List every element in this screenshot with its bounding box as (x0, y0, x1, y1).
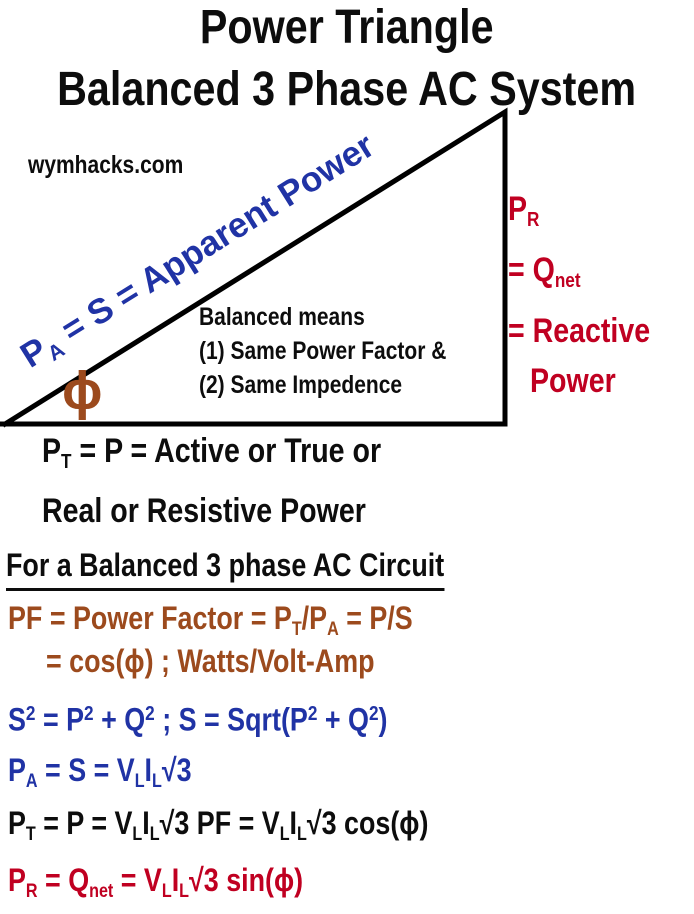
page-title: Power Triangle (0, 0, 694, 56)
section-heading: For a Balanced 3 phase AC Circuit (6, 545, 528, 591)
reactive-label-line-4: Power (530, 362, 616, 401)
reactive-power-formula: PR = Qnet = VLIL√3 sin(ϕ) (8, 862, 304, 902)
reactive-label-line-1: PR (508, 190, 540, 232)
title-line-1: Power Triangle (200, 1, 494, 54)
watermark-text: wymhacks.com (28, 151, 184, 179)
true-power-label-line-2: Real or Resistive Power (42, 492, 366, 531)
power-factor-formula-line-2: = cos(ϕ) ; Watts/Volt-Amp (46, 643, 375, 679)
balanced-note-line-1: Balanced means (199, 303, 365, 331)
active-power-formula: PT = P = VLIL√3 PF = VLIL√3 cos(ϕ) (8, 805, 429, 845)
apparent-power-formula: PA = S = VLIL√3 (8, 752, 192, 792)
balanced-note-line-2: (1) Same Power Factor & (199, 337, 447, 365)
page-subtitle: Balanced 3 Phase AC System (0, 62, 694, 118)
balanced-note: Balanced means (1) Same Power Factor & (… (199, 300, 494, 402)
power-factor-formula-line-1: PF = Power Factor = PT/PA = P/S (8, 600, 413, 640)
reactive-power-side-label: PR = Qnet = Reactive Power (508, 184, 677, 406)
balanced-note-line-3: (2) Same Impedence (199, 371, 403, 399)
reactive-label-line-3: = Reactive (508, 312, 651, 351)
title-line-2: Balanced 3 Phase AC System (57, 63, 637, 116)
true-power-base-label: PT = P = Active or True or Real or Resis… (42, 427, 446, 536)
true-power-label-line-1: PT = P = Active or True or (42, 432, 382, 474)
angle-phi-symbol: ϕ (62, 361, 103, 421)
reactive-label-line-2: = Qnet (508, 251, 581, 293)
s-squared-formula: S2 = P2 + Q2 ; S = Sqrt(P2 + Q2) (8, 701, 388, 738)
